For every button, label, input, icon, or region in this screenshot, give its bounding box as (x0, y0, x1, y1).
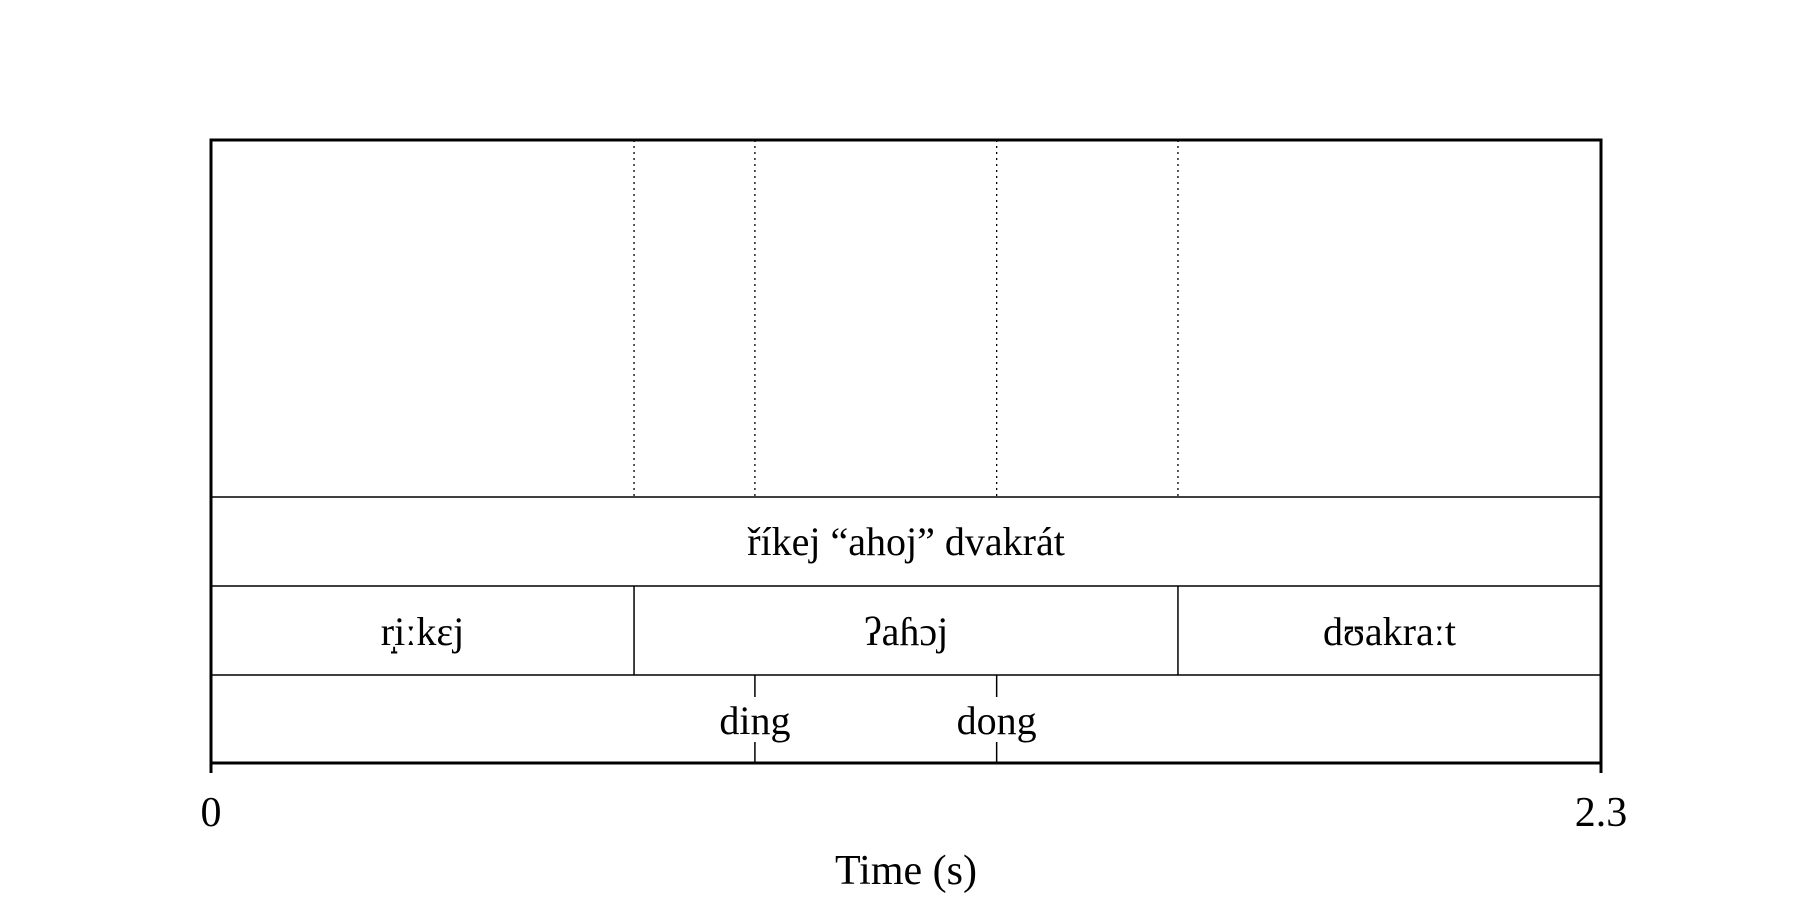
axis-min-label: 0 (201, 790, 222, 836)
point-label-dong: dong (957, 698, 1037, 743)
word-label-1: r̝iːkɛj (381, 609, 464, 654)
phrase-tier-label: říkej “ahoj” dvakrát (747, 519, 1065, 564)
word-label-3: dʊakraːt (1323, 609, 1456, 654)
point-label-ding: ding (719, 698, 790, 743)
word-label-2: ʔaɦɔj (864, 609, 948, 654)
axis-max-label: 2.3 (1575, 790, 1628, 836)
x-axis-title: Time (s) (835, 848, 977, 894)
tier-frame (209, 138, 1603, 765)
boundary-layer (633, 140, 1179, 763)
